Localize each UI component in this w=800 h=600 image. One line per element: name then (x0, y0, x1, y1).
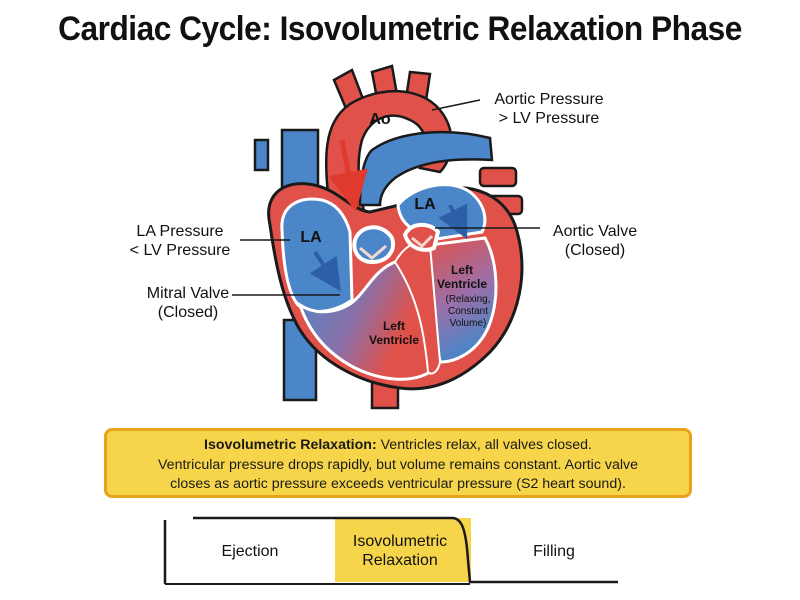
la-flow-arrow (309, 250, 341, 292)
leader-lines (232, 99, 540, 296)
callout-line-1-text: Ventricles relax, all valves closed. (376, 437, 592, 453)
la-left-label: LA (300, 229, 322, 246)
aortic-pressure-label-2: > LV Pressure (499, 110, 600, 127)
aortic-valve-label-1: Aortic Valve (553, 223, 637, 240)
callout-line-1: Isovolumetric Relaxation: Ventricles rel… (107, 436, 689, 456)
phase-ivr-1: Isovolumetric (353, 533, 447, 550)
lv-right-label-4: Constant (448, 306, 488, 317)
page-title: Cardiac Cycle: Isovolumetric Relaxation … (58, 10, 742, 48)
aortic-valve (402, 222, 441, 252)
lv-right-label-3: (Relaxing, (445, 294, 490, 305)
callout-line-2: Ventricular pressure drops rapidly, but … (158, 456, 638, 473)
phase-highlight (335, 518, 471, 582)
mitral-valve-label-2: (Closed) (158, 304, 218, 321)
lv-right-label-1: Left (451, 263, 473, 277)
aortic-flow-arrow (328, 139, 368, 212)
lv-left-label-2: Ventricle (369, 333, 419, 347)
left-blue-vessel (253, 138, 270, 172)
phase-timeline: Ejection Isovolumetric Relaxation Fillin… (163, 516, 618, 585)
la-pressure-label-1: LA Pressure (136, 223, 223, 240)
explanation-callout: Isovolumetric Relaxation: Ventricles rel… (104, 428, 692, 498)
phase-ivr-2: Relaxation (362, 552, 438, 569)
la-pressure-label-2: < LV Pressure (130, 242, 231, 259)
pressure-curve (193, 516, 618, 584)
mitral-valve (352, 225, 395, 265)
lv-left-label-1: Left (383, 319, 405, 333)
phase-ejection: Ejection (222, 543, 279, 560)
lv-right-label-2: Ventricle (437, 277, 487, 291)
phase-filling: Filling (533, 543, 575, 560)
aortic-valve-label-2: (Closed) (565, 242, 625, 259)
lv-right-label-5: Volume) (450, 318, 487, 329)
ao-label: Ao (369, 111, 391, 128)
ra-flow-arrow (438, 203, 468, 240)
aortic-pressure-label-1: Aortic Pressure (494, 91, 603, 108)
callout-line-3: closes as aortic pressure exceeds ventri… (170, 476, 626, 492)
callout-heading: Isovolumetric Relaxation: (204, 437, 377, 453)
mitral-valve-label-1: Mitral Valve (147, 285, 229, 302)
la-right-label: LA (414, 196, 436, 213)
